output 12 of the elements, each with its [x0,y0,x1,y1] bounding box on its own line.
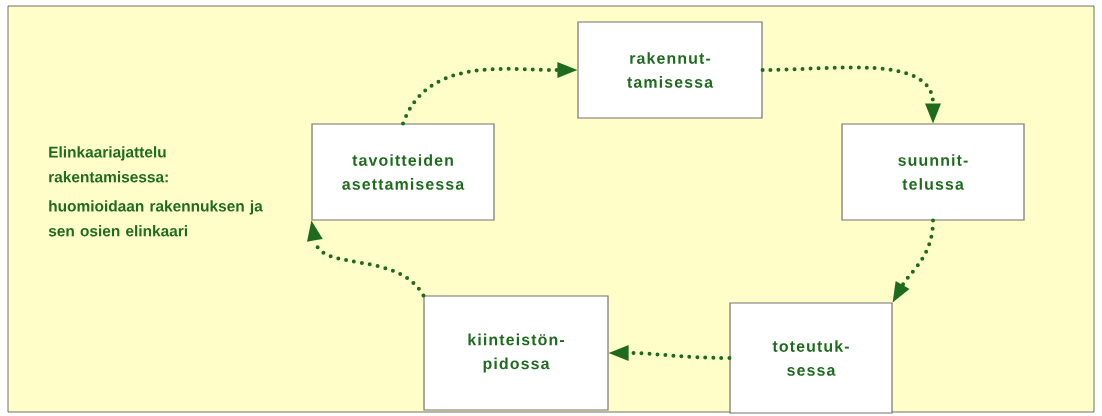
stage-box: suunnit- telussa [841,123,1025,221]
dotted-arrow [760,65,941,124]
dotted-arrow [608,345,732,361]
caption-text: Elinkaariajattelu rakentamisessa: [49,146,168,183]
dotted-arrow [401,62,578,126]
dotted-arrow [307,220,426,298]
stage-box: tavoitteiden asettamisessa [311,123,495,221]
stage-box: rakennut- tamisessa [577,21,763,119]
dotted-arrow [892,218,935,303]
caption-text: huomioidaan rakennuksen ja sen osien elinkaari [48,200,263,237]
stage-box: kiinteistön- pidossa [423,295,609,411]
stage-box: toteutuk- sessa [729,302,893,414]
